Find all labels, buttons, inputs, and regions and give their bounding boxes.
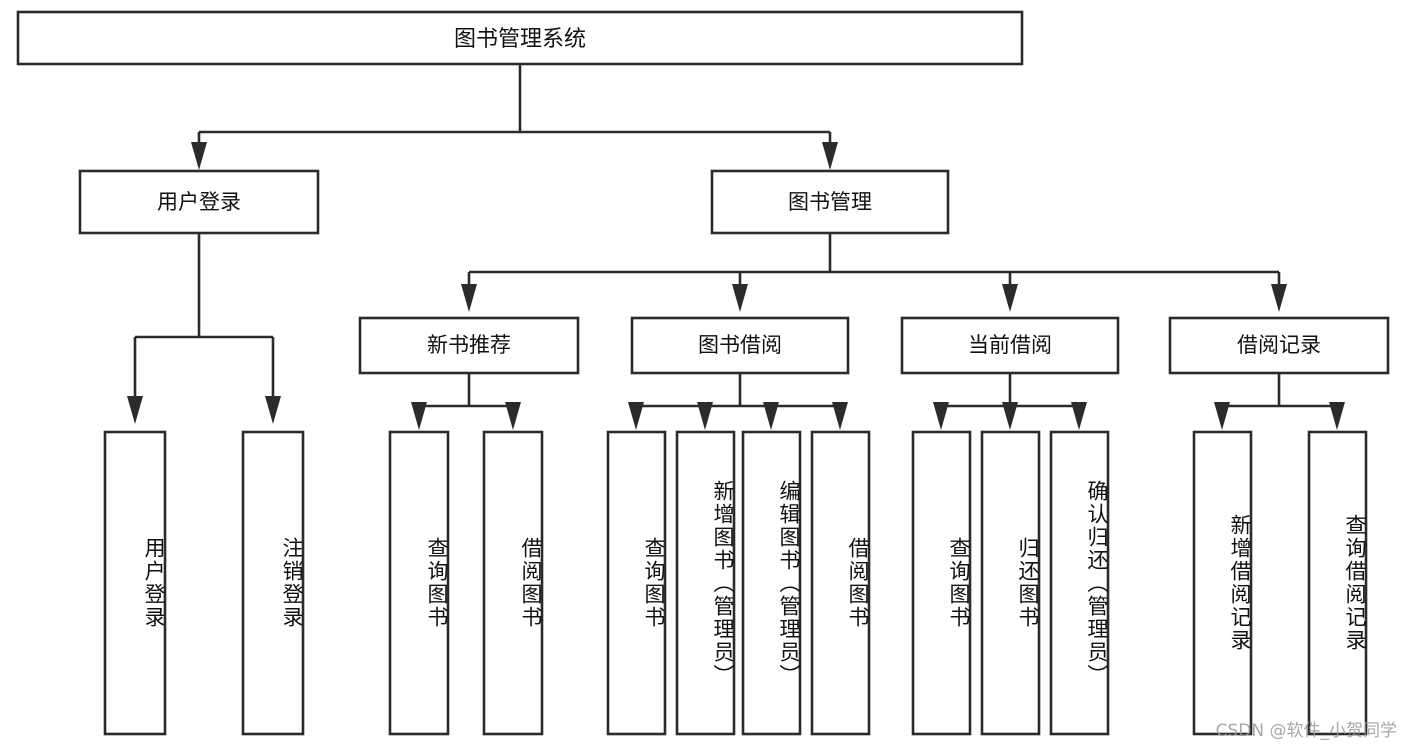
node-new-book-recommend-box[interactable] xyxy=(358,316,580,375)
node-new-book-recommend-label: 新书推荐 xyxy=(427,333,511,357)
arrowhead-borrow-record xyxy=(1271,284,1287,312)
leaf-query-record-box[interactable] xyxy=(1307,430,1368,736)
leaf-user-login-box[interactable] xyxy=(103,430,167,736)
node-current-borrow-label: 当前借阅 xyxy=(968,333,1052,357)
csdn-watermark: CSDN @软件_小贺同学 xyxy=(1215,721,1397,741)
leaf-query-book-3-box[interactable] xyxy=(911,430,972,736)
leaf-query-book-2-box[interactable] xyxy=(606,430,667,736)
arrowhead-leaf-query-record xyxy=(1329,402,1345,430)
leaf-logout-login-box[interactable] xyxy=(241,430,305,736)
arrowhead-leaf-user-login xyxy=(127,396,143,424)
leaf-return-book-box[interactable] xyxy=(980,430,1041,736)
arrowhead-leaf-confirm-return xyxy=(1071,402,1087,430)
arrowhead-leaf-add-book xyxy=(697,402,713,430)
node-root-label: 图书管理系统 xyxy=(454,27,586,52)
arrowhead-current-borrow xyxy=(1002,284,1018,312)
arrowhead-book-borrow xyxy=(732,284,748,312)
leaf-query-book-1-box[interactable] xyxy=(388,430,450,736)
leaf-borrow-book-2-box[interactable] xyxy=(810,430,871,736)
node-book-borrow-label: 图书借阅 xyxy=(698,333,782,357)
leaf-confirm-return-box[interactable] xyxy=(1049,430,1110,736)
arrowhead-new-book-recommend xyxy=(461,284,477,312)
arrowhead-leaf-edit-book xyxy=(763,402,779,430)
node-book-manage-label: 图书管理 xyxy=(788,190,872,214)
node-book-manage-box[interactable] xyxy=(710,169,950,235)
leaf-edit-book-box[interactable] xyxy=(741,430,802,736)
arrowhead-book-manage xyxy=(822,142,838,170)
arrowhead-leaf-query-book-3 xyxy=(933,402,949,430)
arrowhead-leaf-logout-login xyxy=(265,396,281,424)
node-user-login-label: 用户登录 xyxy=(157,190,241,214)
leaf-borrow-book-1-box[interactable] xyxy=(482,430,544,736)
arrowhead-leaf-add-record xyxy=(1214,402,1230,430)
node-current-borrow-box[interactable] xyxy=(900,316,1120,375)
arrowhead-leaf-query-book-1 xyxy=(411,402,427,430)
arrowhead-user-login xyxy=(191,142,207,170)
node-borrow-record-label: 借阅记录 xyxy=(1237,333,1321,357)
leaf-add-book-box[interactable] xyxy=(675,430,736,736)
arrowhead-leaf-query-book-2 xyxy=(628,402,644,430)
node-book-borrow-box[interactable] xyxy=(630,316,850,375)
node-root-box[interactable] xyxy=(16,10,1024,66)
arrowhead-leaf-borrow-book-1 xyxy=(505,402,521,430)
arrowhead-leaf-return-book xyxy=(1002,402,1018,430)
node-borrow-record-box[interactable] xyxy=(1168,316,1390,375)
arrowhead-leaf-borrow-book-2 xyxy=(832,402,848,430)
leaf-add-record-box[interactable] xyxy=(1192,430,1253,736)
